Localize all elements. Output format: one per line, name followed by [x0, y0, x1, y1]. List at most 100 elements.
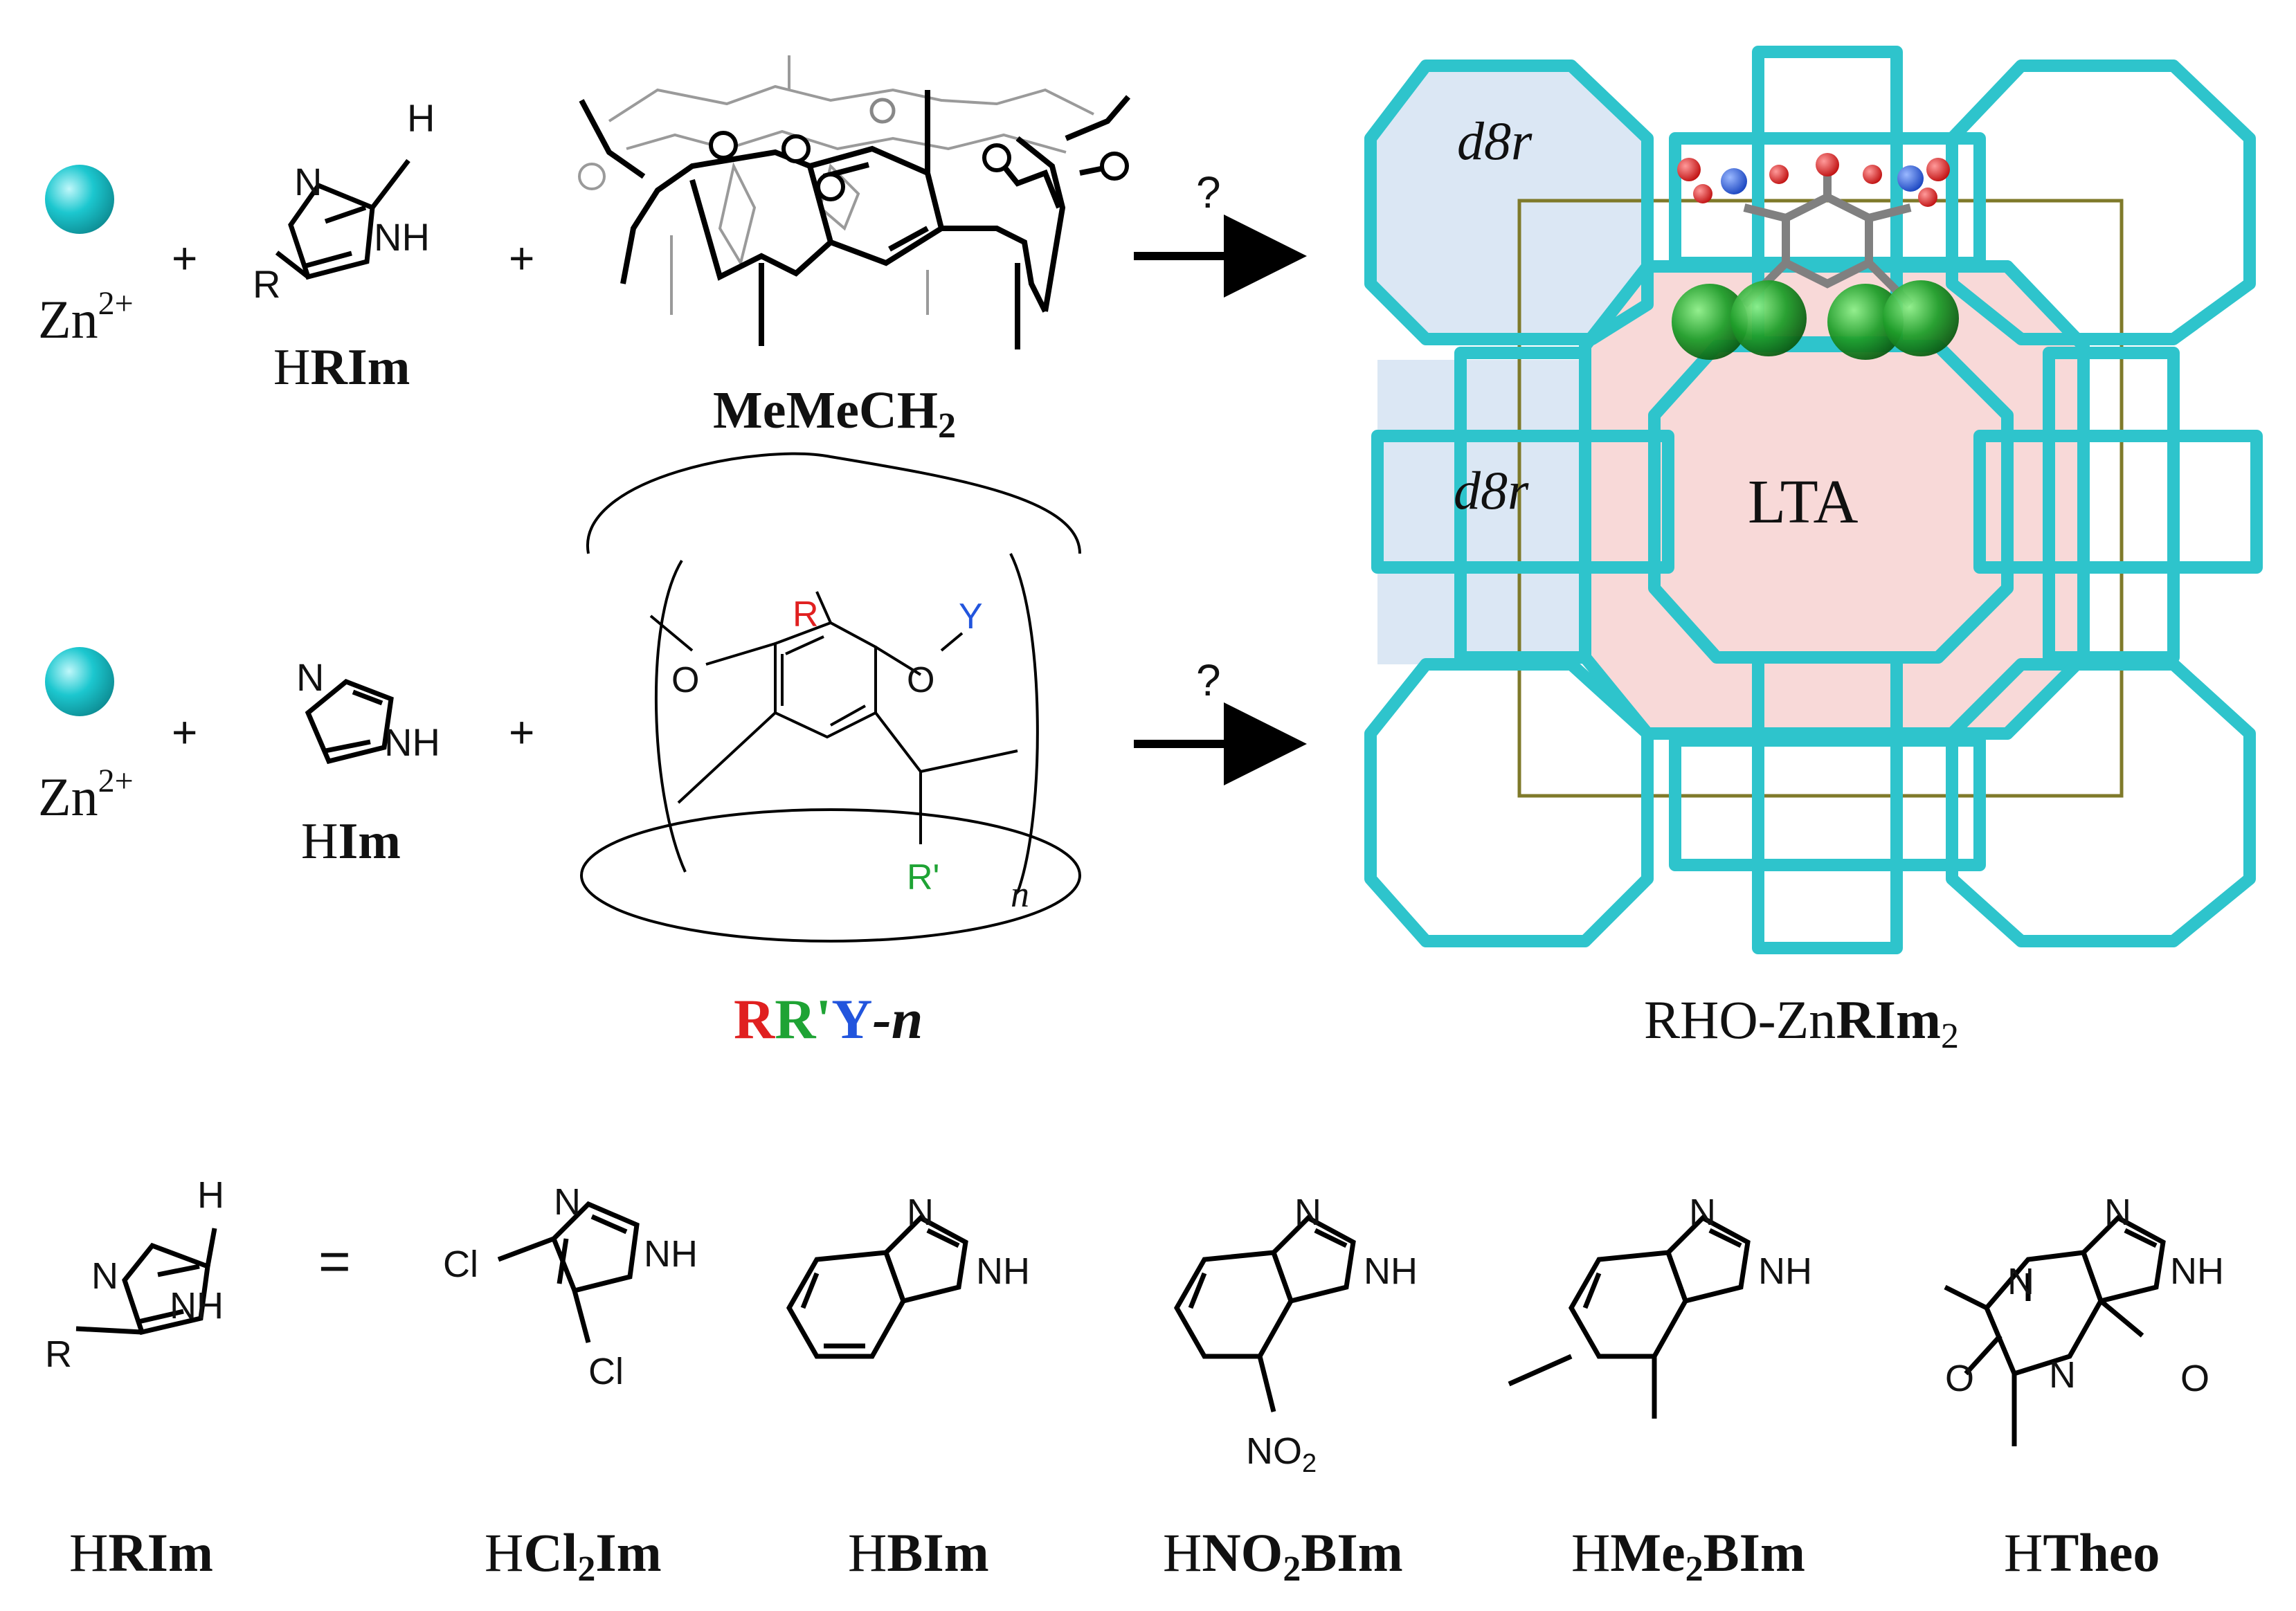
zinc-label: Zn2+: [38, 285, 134, 349]
square-bottom-center: [1752, 651, 1903, 954]
plus-sign: +: [172, 233, 197, 283]
macro-o-left: O: [671, 660, 699, 700]
linker-theo: [1944, 1214, 2166, 1446]
oxygen-atom: [1918, 188, 1937, 207]
me2bim-name: HMe2BIm: [1571, 1522, 1805, 1589]
theo-name: HTheo: [2004, 1522, 2160, 1583]
linker-no2bim: [1173, 1214, 1356, 1412]
bim-nh: NH: [976, 1250, 1030, 1292]
arrow-2-label: ?: [1196, 655, 1221, 705]
oxygen-atom: [1926, 158, 1950, 181]
imidazole-h: H: [407, 96, 435, 140]
zinc-label-2: Zn2+: [38, 763, 134, 827]
generic-name: HRIm: [69, 1522, 213, 1583]
generic-h: H: [197, 1174, 224, 1216]
macrocycle-label: RR'Y-n: [734, 987, 923, 1050]
zinc-ion-icon-2: [45, 647, 114, 716]
him-nh: NH: [384, 720, 440, 764]
imidazole-him-structure: [305, 679, 394, 765]
bim-name: HBIm: [848, 1522, 989, 1583]
macro-y: Y: [959, 597, 983, 637]
green-group: [1827, 284, 1904, 360]
octagon-bottom-right: [1946, 658, 2256, 947]
generic-nh: NH: [170, 1285, 224, 1327]
me2bim-nh: NH: [1758, 1250, 1812, 1292]
plus-sign-2: +: [509, 233, 534, 283]
d8r-shade-top: [1371, 66, 1647, 339]
imidazole-hrim-structure: [275, 158, 410, 280]
macro-rp: R': [907, 857, 939, 898]
cl2im-n: N: [554, 1181, 581, 1223]
oxygen-atom: [1693, 184, 1712, 203]
inner-octagon: [1648, 340, 2014, 664]
theo-nh: NH: [2170, 1250, 2224, 1292]
oxygen-atom: [1863, 165, 1882, 184]
octagon-top-right: [1946, 60, 2256, 345]
green-group: [1730, 280, 1807, 356]
imidazole-r: R: [253, 262, 280, 306]
theo-n3: N: [2049, 1354, 2076, 1396]
linker-bim: [786, 1214, 968, 1359]
arrow-1-label: ?: [1196, 167, 1221, 217]
d8r-label-top: d8r: [1457, 111, 1533, 171]
cl2im-cl-1: Cl: [443, 1244, 478, 1285]
theo-n1: N: [2104, 1192, 2131, 1233]
lta-label: LTA: [1748, 468, 1858, 536]
theo-o2: O: [2180, 1358, 2209, 1399]
bim-n: N: [907, 1192, 934, 1233]
nitrogen-atom: [1721, 168, 1747, 194]
theo-n2: N: [2007, 1261, 2034, 1302]
square-top-center: [1752, 46, 1903, 349]
theo-o1: O: [1945, 1358, 1974, 1399]
square-right-outer: [1973, 430, 2263, 574]
no2bim-no2: NO2: [1246, 1430, 1317, 1478]
cavitand-memech2-structure: [578, 55, 1131, 349]
guest-molecule: [1672, 153, 1959, 360]
plus-sign-3: +: [172, 707, 197, 757]
cl2im-cl-2: Cl: [588, 1351, 624, 1392]
square-top-outer: [1669, 132, 1986, 269]
macro-n: n: [1011, 873, 1029, 915]
square-left-outer: [1371, 430, 1674, 574]
oxygen-atom: [1677, 158, 1701, 181]
no2bim-name: HNO2BIm: [1163, 1522, 1403, 1589]
imidazole-n: N: [294, 160, 322, 203]
macro-r: R: [793, 594, 819, 635]
green-group: [1883, 280, 1959, 356]
linker-cl2im: [497, 1201, 640, 1343]
cl2im-nh: NH: [644, 1233, 698, 1275]
nitrogen-atom: [1897, 165, 1924, 192]
macro-o-right: O: [907, 660, 934, 700]
hrim-label: HRIm: [273, 339, 410, 396]
oxygen-atom: [1816, 153, 1839, 176]
cl2im-name: HCl2Im: [485, 1522, 662, 1589]
green-group: [1672, 284, 1748, 360]
linker-me2bim: [1508, 1214, 1751, 1419]
linker-generic: [75, 1228, 217, 1336]
plus-sign-4: +: [509, 707, 534, 757]
d8r-shade-mid: [1377, 360, 1585, 664]
square-right-inner: [2043, 347, 2180, 664]
row1-reactants: Zn2+ + N H NH R HRIm +: [38, 55, 1307, 446]
macrocycle-generic-structure: [580, 452, 1081, 943]
row2-reactants: Zn2+ + N NH HIm +: [38, 452, 1307, 1050]
oxygen-atom: [1769, 165, 1789, 184]
him-n: N: [296, 655, 324, 699]
imidazole-nh: NH: [374, 215, 430, 259]
square-left-inner: [1454, 347, 1591, 664]
octagon-bottom-left: [1364, 658, 1654, 947]
memech2-label: MeMeCH2: [713, 381, 956, 446]
square-bottom-outer: [1669, 734, 1986, 871]
linker-table: N H NH R HRIm = N NH Cl Cl HCl2Im N NH H…: [45, 1174, 2224, 1589]
him-label: HIm: [301, 813, 401, 870]
generic-r: R: [45, 1334, 72, 1375]
lta-shade: [1585, 266, 2083, 734]
equals-sign: =: [318, 1230, 351, 1292]
product-label: RHO-ZnRIm2: [1644, 990, 1959, 1056]
d8r-label-mid: d8r: [1454, 460, 1529, 520]
no2bim-n: N: [1294, 1192, 1321, 1233]
no2bim-nh: NH: [1364, 1250, 1418, 1292]
me2bim-n: N: [1689, 1192, 1716, 1233]
zinc-ion-icon: [45, 165, 114, 234]
